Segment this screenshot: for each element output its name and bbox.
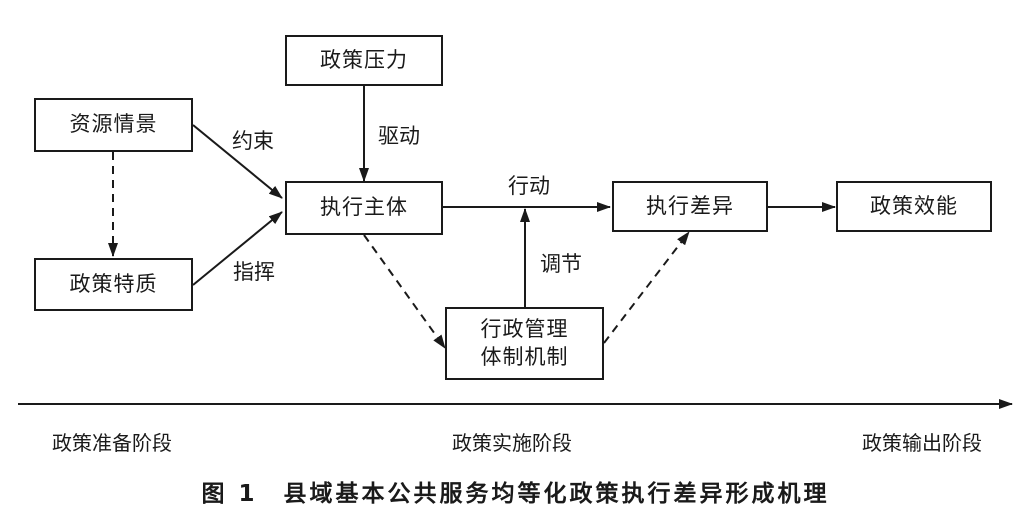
edge-label-constrain: 约束 bbox=[232, 129, 274, 153]
edge-label-regulate: 调节 bbox=[540, 252, 582, 276]
node-policy-pressure-label: 政策压力 bbox=[320, 47, 408, 72]
edge-label-drive: 驱动 bbox=[378, 124, 420, 148]
node-resource-context: 资源情景 bbox=[34, 98, 193, 152]
node-policy-efficacy: 政策效能 bbox=[836, 181, 992, 232]
stage-implementation: 政策实施阶段 bbox=[452, 431, 572, 455]
node-admin-mechanism: 行政管理 体制机制 bbox=[445, 307, 604, 380]
node-policy-pressure: 政策压力 bbox=[285, 35, 443, 86]
node-execution-difference: 执行差异 bbox=[612, 181, 768, 232]
node-executor-label: 执行主体 bbox=[320, 195, 408, 220]
node-admin-mechanism-line1: 行政管理 bbox=[480, 317, 569, 342]
node-policy-efficacy-label: 政策效能 bbox=[870, 193, 958, 218]
node-execution-difference-label: 执行差异 bbox=[646, 193, 734, 218]
arrow-resource-to-executor bbox=[192, 124, 283, 199]
edge-label-action: 行动 bbox=[508, 174, 550, 198]
arrow-executor-to-mechanism bbox=[363, 234, 446, 349]
node-policy-nature: 政策特质 bbox=[34, 258, 193, 311]
node-admin-mechanism-line2: 体制机制 bbox=[480, 344, 569, 369]
arrow-nature-to-executor bbox=[192, 211, 283, 286]
stage-output: 政策输出阶段 bbox=[862, 431, 982, 455]
stage-preparation: 政策准备阶段 bbox=[52, 431, 172, 455]
node-executor: 执行主体 bbox=[285, 181, 443, 235]
node-policy-nature-label: 政策特质 bbox=[69, 271, 158, 296]
arrow-mechanism-to-difference bbox=[603, 231, 690, 344]
node-resource-context-label: 资源情景 bbox=[69, 112, 158, 137]
edge-label-direct: 指挥 bbox=[233, 260, 275, 284]
figure-caption: 图 1 县域基本公共服务均等化政策执行差异形成机理 bbox=[201, 481, 830, 507]
